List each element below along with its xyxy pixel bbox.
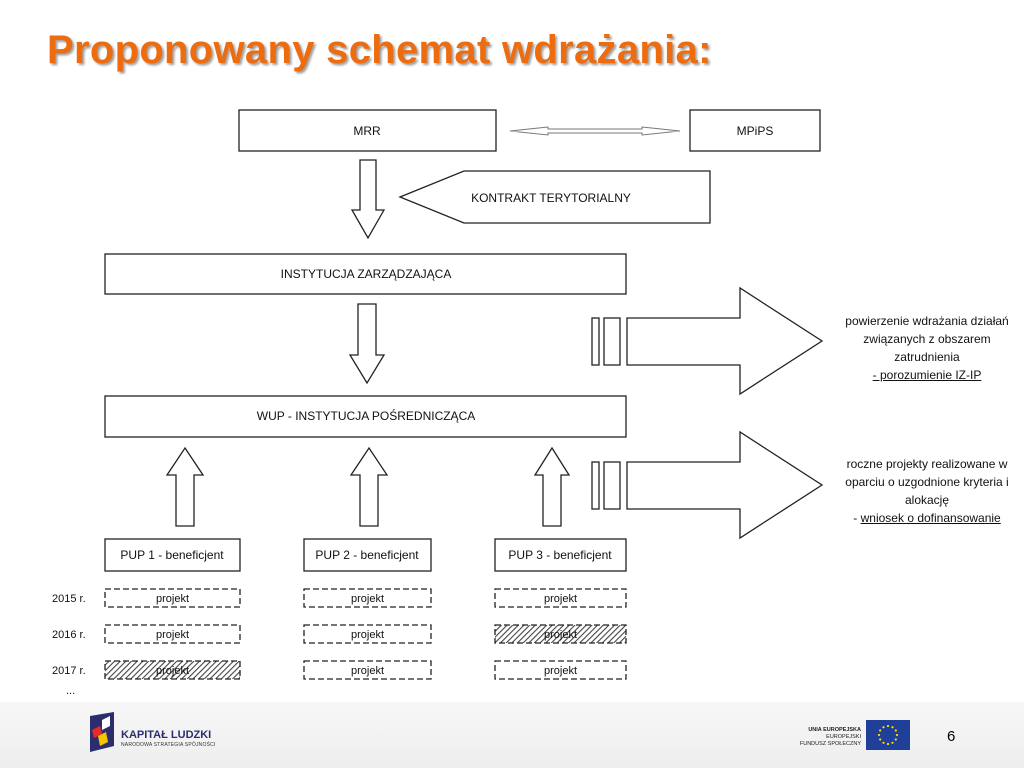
note-annual-line-3: alokację [904, 493, 950, 507]
project-cell [303, 660, 432, 680]
eu-caption-line-2: EUROPEJSKI [826, 734, 861, 740]
eu-caption-line-1: UNIA EUROPEJSKA [808, 727, 861, 733]
pup2-box [303, 538, 432, 572]
note-delegation-line-1: powierzenie wdrażania działań [845, 314, 1009, 328]
pup3-label: PUP 3 - beneficjent [508, 548, 612, 562]
big-arrow-1-stripe-b [603, 317, 621, 366]
eu-star [879, 729, 882, 732]
pup1-box [104, 538, 241, 572]
project-label: projekt [156, 593, 189, 605]
eu-star [886, 724, 890, 728]
mrr-box [238, 109, 497, 152]
kapital-ludzki-name: KAPITAŁ LUDZKI [121, 729, 212, 741]
project-label: projekt [544, 593, 577, 605]
note-delegation-line-3: zatrudnienia [894, 350, 960, 364]
eu-caption: UNIA EUROPEJSKA EUROPEJSKI FUNDUSZ SPOŁE… [741, 727, 861, 748]
mrr-mpips-double-arrow [509, 126, 681, 136]
pup2-label: PUP 2 - beneficjent [315, 548, 419, 562]
eu-star [895, 733, 899, 737]
project-cell [494, 624, 627, 644]
year-label: ... [66, 685, 75, 697]
up-arrow-pup2 [349, 446, 389, 527]
big-arrow-1-stripe-a [591, 317, 600, 366]
up-arrow-pup3 [533, 446, 571, 527]
project-cell [104, 624, 241, 644]
eu-flag-icon [866, 720, 910, 750]
note-annual-projects: roczne projekty realizowane w oparciu o … [834, 455, 1020, 527]
project-label: projekt [351, 593, 384, 605]
pup3-box [494, 538, 627, 572]
eu-star [894, 738, 897, 741]
project-cell [104, 588, 241, 608]
down-arrow-mrr-iz [350, 159, 386, 240]
note-delegation-line-2: związanych z obszarem [863, 332, 991, 346]
eu-star [877, 733, 881, 737]
big-arrow-2-stripe-b [603, 461, 621, 510]
iz-label: INSTYTUCJA ZARZĄDZAJĄCA [281, 267, 452, 281]
kapital-ludzki-logo [90, 712, 114, 752]
page-number: 6 [947, 728, 956, 745]
application-link[interactable]: wniosek o dofinansowanie [860, 511, 1001, 525]
project-label: projekt [156, 629, 189, 641]
project-label: projekt [351, 665, 384, 677]
eu-star [882, 741, 885, 744]
note-annual-line-2: oparciu o uzgodnione kryteria i [845, 475, 1009, 489]
down-arrow-iz-wup [348, 303, 386, 385]
kontrakt-terytorialny-shape [398, 170, 711, 224]
project-cell [303, 588, 432, 608]
slide-title: Proponowany schemat wdrażania: [47, 28, 712, 72]
mrr-label: MRR [353, 124, 381, 138]
footer-bar [0, 702, 1024, 768]
agreement-link[interactable]: - porozumienie IZ-IP [872, 368, 982, 382]
project-label: projekt [156, 665, 189, 677]
mpips-box [689, 109, 821, 152]
project-label: projekt [544, 629, 577, 641]
wup-label: WUP - INSTYTUCJA POŚREDNICZĄCA [257, 408, 475, 423]
eu-caption-line-3: FUNDUSZ SPOŁECZNY [799, 741, 861, 747]
year-label: 2015 r. [52, 593, 86, 605]
eu-star [891, 741, 894, 744]
mpips-label: MPiPS [737, 124, 774, 138]
eu-star [879, 738, 882, 741]
year-label: 2017 r. [52, 665, 86, 677]
project-label: projekt [544, 665, 577, 677]
kontrakt-label: KONTRAKT TERYTORIALNY [471, 191, 631, 205]
project-cell [494, 588, 627, 608]
eu-star [894, 729, 897, 732]
note-delegation: powierzenie wdrażania działań związanych… [834, 312, 1020, 384]
big-arrow-1 [626, 286, 824, 396]
implementation-diagram: MRR MPiPS KONTRAKT TERYTORIALNY INSTYTUC… [52, 109, 824, 697]
iz-box [104, 253, 627, 295]
up-arrow-pup1 [165, 446, 205, 527]
big-arrow-2-stripe-a [591, 461, 600, 510]
project-cell [104, 660, 241, 680]
note-annual-prefix: - [853, 511, 861, 525]
big-arrow-2 [626, 430, 824, 540]
kapital-ludzki-subtitle: NARODOWA STRATEGIA SPÓJNOŚCI [121, 742, 216, 748]
eu-star [882, 726, 885, 729]
wup-box [104, 395, 627, 438]
year-label: 2016 r. [52, 629, 86, 641]
eu-star [891, 726, 894, 729]
pup1-label: PUP 1 - beneficjent [120, 548, 224, 562]
project-cell [494, 660, 627, 680]
project-cell [303, 624, 432, 644]
eu-star [886, 742, 890, 746]
project-label: projekt [351, 629, 384, 641]
note-annual-line-1: roczne projekty realizowane w [846, 457, 1008, 471]
